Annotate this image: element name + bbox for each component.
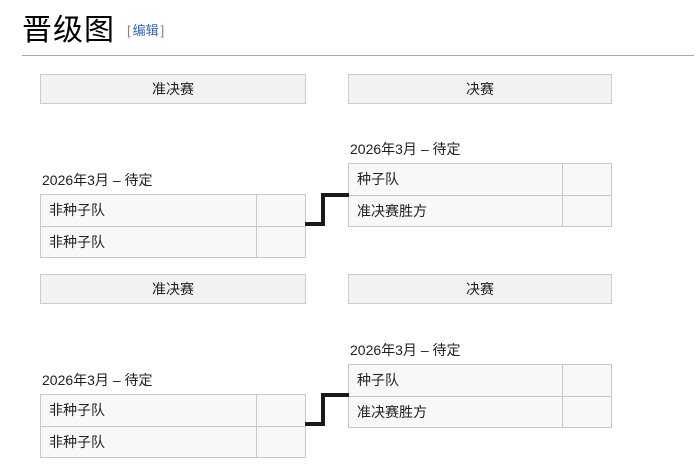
team-name: 非种子队	[41, 227, 257, 257]
match-date-semifinal-1: 2026年3月 – 待定	[42, 172, 153, 188]
table-row[interactable]: 非种子队	[40, 194, 306, 226]
table-row[interactable]: 准决赛胜方	[348, 396, 612, 428]
connector-horizontal-upper-1	[321, 193, 349, 197]
heading-divider	[22, 55, 694, 56]
team-score	[563, 196, 611, 226]
table-row[interactable]: 准决赛胜方	[348, 195, 612, 227]
connector-horizontal-lower-1	[305, 222, 325, 226]
edit-section: [编辑]	[127, 20, 164, 39]
round-header-final-2: 决赛	[348, 274, 612, 304]
team-name: 准决赛胜方	[349, 397, 563, 427]
table-row[interactable]: 种子队	[348, 163, 612, 195]
table-row[interactable]: 非种子队	[40, 426, 306, 458]
team-name: 非种子队	[41, 427, 257, 457]
team-name: 非种子队	[41, 195, 257, 226]
table-row[interactable]: 非种子队	[40, 394, 306, 426]
table-row[interactable]: 种子队	[348, 364, 612, 396]
connector-horizontal-lower-2	[305, 422, 325, 426]
team-name: 种子队	[349, 164, 563, 195]
team-score	[563, 397, 611, 427]
edit-bracket-open: [	[127, 23, 131, 38]
team-name: 非种子队	[41, 395, 257, 426]
connector-vertical-2	[321, 393, 325, 426]
match-table-semifinal-2: 非种子队 非种子队	[40, 394, 306, 458]
page-title: 晋级图 [编辑]	[22, 14, 672, 56]
team-score	[563, 164, 611, 195]
team-name: 准决赛胜方	[349, 196, 563, 226]
team-score	[257, 427, 305, 457]
round-header-final-1: 决赛	[348, 74, 612, 104]
edit-link[interactable]: 编辑	[132, 23, 159, 38]
team-score	[563, 365, 611, 396]
team-name: 种子队	[349, 365, 563, 396]
match-table-semifinal-1: 非种子队 非种子队	[40, 194, 306, 258]
table-row[interactable]: 非种子队	[40, 226, 306, 258]
team-score	[257, 195, 305, 226]
edit-bracket-close: ]	[160, 23, 165, 38]
match-table-final-1: 种子队 准决赛胜方	[348, 163, 612, 227]
page-title-text: 晋级图	[22, 14, 115, 47]
connector-horizontal-upper-2	[321, 393, 349, 397]
team-score	[257, 227, 305, 257]
match-date-final-2: 2026年3月 – 待定	[350, 342, 461, 358]
team-score	[257, 395, 305, 426]
match-table-final-2: 种子队 准决赛胜方	[348, 364, 612, 428]
match-date-final-1: 2026年3月 – 待定	[350, 141, 461, 157]
round-header-semifinal-2: 准决赛	[40, 274, 306, 304]
connector-vertical-1	[321, 193, 325, 226]
round-header-semifinal-1: 准决赛	[40, 74, 306, 104]
match-date-semifinal-2: 2026年3月 – 待定	[42, 372, 153, 388]
